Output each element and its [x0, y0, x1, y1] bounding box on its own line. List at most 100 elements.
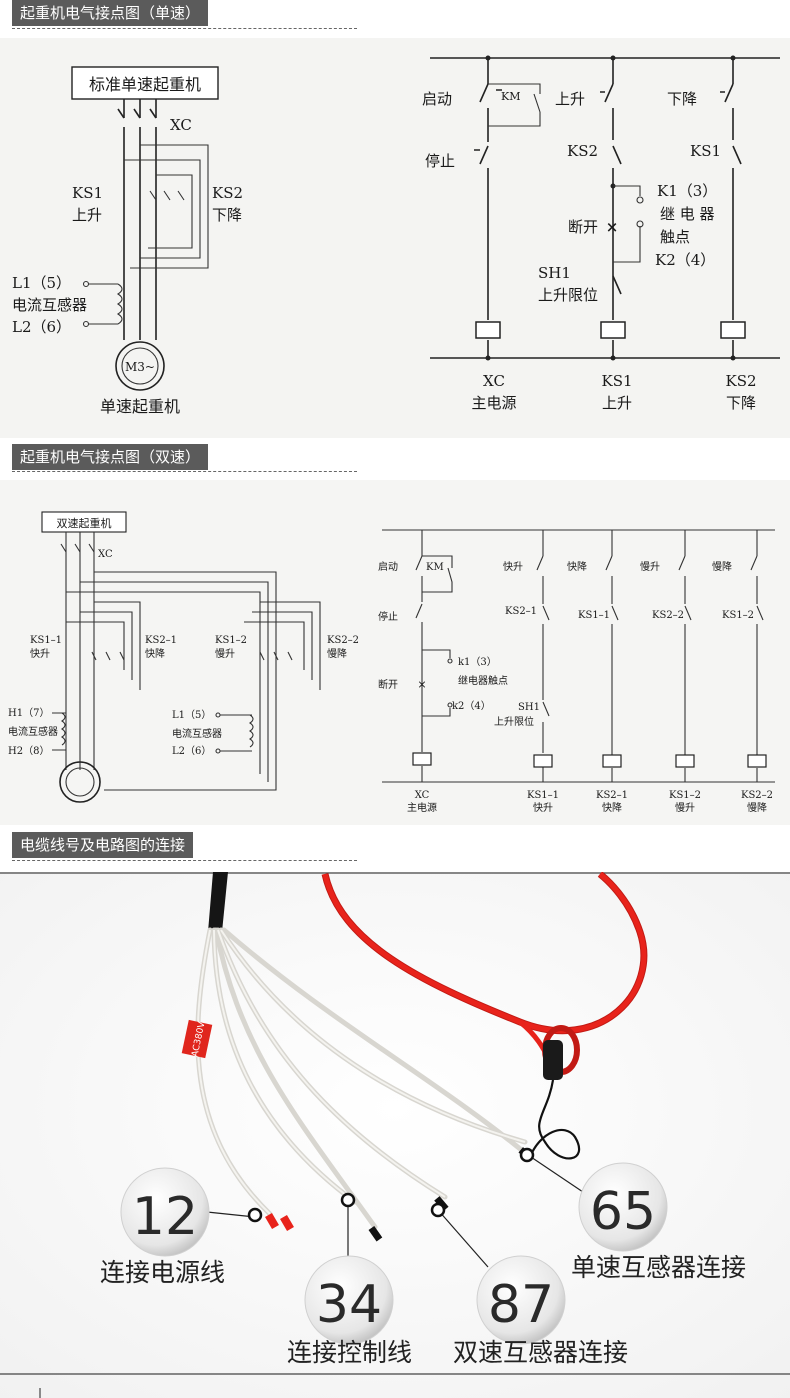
ks2-sub: 下降 — [212, 206, 242, 224]
h1-label: H1（7） — [8, 707, 49, 719]
section-title-single: 起重机电气接点图（单速） — [12, 0, 209, 26]
double-speed-control-diagram: KM 启动 停止 × 断开 k1（3） 继电器触点 k2（4） 快升 KS2–1… — [378, 529, 775, 814]
bottom-label-a: KS1–2 — [669, 790, 701, 801]
bottom-label-b: 主电源 — [407, 801, 437, 814]
label-double-ct: 双速互感器连接 — [453, 1338, 628, 1367]
tag-number: 65 — [590, 1182, 656, 1242]
cross-mark: × — [606, 218, 619, 236]
wire-tag-34: 34 — [304, 1255, 394, 1345]
limit-label: 上升限位 — [538, 286, 598, 304]
l2-label: L2（6） — [172, 745, 211, 757]
sh1-label: SH1 — [538, 264, 571, 282]
contact-label: 触点 — [660, 228, 690, 246]
bottom-label-b: 慢升 — [675, 802, 695, 814]
ks1-label: KS1 — [72, 184, 103, 202]
ct-label: 电流互感器 — [8, 725, 58, 738]
down-label: 下降 — [667, 90, 697, 108]
wiring-diagrams: 标准单速起重机 XC KS1 上升 KS2 下降 L1（5） 电流互感器 L2（… — [0, 38, 790, 825]
motor-caption: 单速起重机 — [100, 397, 180, 416]
slow-down-label: 慢降 — [712, 560, 732, 573]
group-label-b: 慢降 — [327, 647, 347, 660]
bottom-label-a: KS2 — [725, 372, 756, 390]
k2-label: K2（4） — [655, 251, 715, 269]
cross-mark: × — [417, 678, 426, 691]
wire-tag-12: 12 — [120, 1167, 210, 1257]
l1-label: L1（5） — [12, 274, 71, 292]
tag-number: 12 — [132, 1187, 198, 1247]
motor-box-label: 标准单速起重机 — [89, 75, 201, 94]
bottom-label-a: XC — [483, 372, 505, 390]
relay-label: 继 电 器 — [660, 205, 715, 223]
relay-label: 继电器触点 — [458, 674, 508, 687]
label-single-ct: 单速互感器连接 — [571, 1253, 746, 1282]
section-divider — [12, 471, 357, 472]
bottom-label-a: KS2–1 — [596, 790, 628, 801]
bottom-label-a: KS2–2 — [741, 790, 773, 801]
k1-label: K1（3） — [657, 182, 717, 200]
limit-label: 上升限位 — [494, 715, 534, 728]
ks1-1-label: KS1–1 — [578, 610, 610, 621]
group-label-a: KS2–2 — [327, 635, 359, 646]
ks2-1-label: KS2–1 — [505, 606, 537, 617]
cable-photo: AC380V 12 34 87 65 连接电源线 连接控制线 双速互感器连接 单… — [0, 872, 790, 1398]
ks1-sub: 上升 — [72, 206, 102, 224]
bottom-label-b: 主电源 — [471, 394, 516, 412]
double-speed-power-diagram: 双速起重机 XC KS1–1 快升 KS2–1 快降 KS1–2 慢升 KS2–… — [8, 511, 359, 803]
group-label-b: 慢升 — [215, 648, 235, 660]
l1-label: L1（5） — [172, 709, 211, 721]
slow-up-label: 慢升 — [640, 561, 660, 573]
section-divider — [12, 28, 357, 29]
label-control-line: 连接控制线 — [287, 1338, 412, 1367]
ks2-2-label: KS2–2 — [652, 610, 684, 621]
fast-up-label: 快升 — [503, 561, 523, 573]
single-speed-power-diagram: 标准单速起重机 XC KS1 上升 KS2 下降 L1（5） 电流互感器 L2（… — [12, 66, 243, 416]
bottom-label-a: KS1–1 — [527, 790, 559, 801]
label-power-line: 连接电源线 — [100, 1258, 225, 1287]
single-speed-control-diagram: KM 启动 停止 上升 KS2 × 断开 K1（3） 继 电 器 触点 K2（4… — [422, 55, 780, 412]
fast-down-label: 快降 — [567, 560, 587, 573]
section-divider — [12, 860, 357, 861]
tag-number: 34 — [316, 1275, 382, 1335]
motor-symbol: M3~ — [125, 360, 155, 374]
stop-label: 停止 — [378, 610, 398, 623]
bottom-label-b: 上升 — [602, 394, 632, 412]
ks2-label: KS2 — [212, 184, 243, 202]
section-title-cable: 电缆线号及电路图的连接 — [12, 832, 194, 858]
group-label-b: 快降 — [145, 647, 165, 660]
h2-label: H2（8） — [8, 745, 49, 757]
wire-tag-65: 65 — [578, 1162, 668, 1252]
km-label: KM — [501, 90, 520, 103]
group-label-a: KS2–1 — [145, 635, 177, 646]
xc-label: XC — [98, 549, 113, 560]
wire-tag-87: 87 — [476, 1255, 566, 1345]
group-label-b: 快升 — [30, 648, 50, 660]
bottom-label-a: XC — [415, 790, 430, 801]
ks1-2-label: KS1–2 — [722, 610, 754, 621]
k2-label: k2（4） — [452, 700, 491, 712]
bottom-label-a: KS1 — [601, 372, 632, 390]
ct2-label: 电流互感器 — [172, 727, 222, 740]
tag-number: 87 — [488, 1275, 554, 1335]
bottom-label-b: 快升 — [533, 802, 553, 814]
ks2-contact-label: KS2 — [567, 142, 598, 160]
off-label: 断开 — [378, 678, 398, 691]
ks1-contact-label: KS1 — [690, 142, 721, 160]
bottom-label-b: 下降 — [726, 394, 756, 412]
section-title-double: 起重机电气接点图（双速） — [12, 444, 209, 470]
off-label: 断开 — [568, 218, 598, 236]
l2-label: L2（6） — [12, 318, 71, 336]
k1-label: k1（3） — [458, 656, 497, 668]
start-label: 启动 — [378, 560, 398, 573]
ct-label: 电流互感器 — [12, 296, 87, 314]
group-label-a: KS1–2 — [215, 635, 247, 646]
group-label-a: KS1–1 — [30, 635, 62, 646]
start-label: 启动 — [422, 90, 452, 108]
bottom-label-b: 慢降 — [747, 801, 767, 814]
bottom-label-b: 快降 — [602, 801, 622, 814]
stop-label: 停止 — [425, 152, 455, 170]
km-label: KM — [426, 562, 444, 573]
motor-box-label: 双速起重机 — [57, 516, 112, 530]
up-label: 上升 — [555, 90, 585, 108]
sh1-label: SH1 — [518, 702, 540, 713]
xc-label: XC — [170, 116, 192, 134]
